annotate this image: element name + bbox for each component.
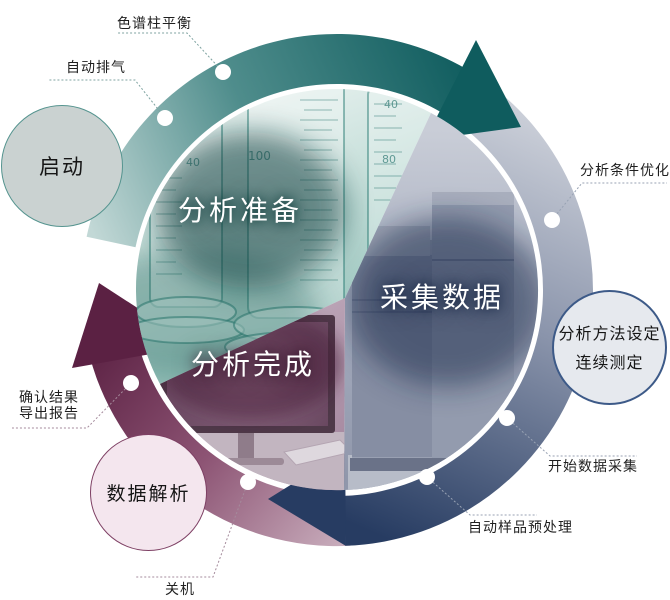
dot-auto-sample-pretreatment	[419, 469, 435, 485]
completion-photo-slice	[160, 298, 345, 491]
satellite-method-circle: 分析方法设定 连续测定	[552, 290, 667, 405]
cylinder-scale-mark: 80	[382, 153, 396, 166]
preparation-arc-arrow	[86, 33, 521, 248]
leader-lines	[12, 32, 667, 578]
step-label-auto-degas: 自动排气	[66, 60, 126, 76]
dot-column-equilibration	[215, 64, 231, 80]
satellite-method-line2: 连续测定	[575, 352, 644, 372]
leader-start-acquisition	[506, 417, 637, 457]
step-label-condition-optimization: 分析条件优化	[580, 163, 670, 179]
segment-label-acquisition: 采集数据	[379, 281, 504, 314]
leader-confirm-results	[12, 382, 132, 429]
segment-label-preparation: 分析准备	[177, 194, 302, 227]
leader-column-equilibration	[117, 32, 224, 73]
step-label-shutdown: 关机	[165, 582, 195, 598]
step-label-start-acquisition: 开始数据采集	[548, 459, 638, 475]
leader-auto-sample-pretreatment	[426, 476, 537, 516]
satellite-start-label: 启动	[39, 155, 85, 179]
leader-auto-degas	[48, 79, 166, 119]
satellite-start-circle: 启动	[1, 105, 123, 227]
step-label-confirm-results: 确认结果 导出报告	[14, 390, 84, 422]
step-label-column-equilibration: 色谱柱平衡	[117, 16, 192, 32]
step-marker-dots	[123, 64, 560, 490]
satellite-data-analysis-circle: 数据解析	[90, 434, 207, 551]
confirm-results-line2: 导出报告	[19, 406, 79, 422]
dot-condition-optimization	[544, 212, 560, 228]
dot-auto-degas	[157, 110, 173, 126]
leader-condition-optimization	[551, 182, 667, 221]
confirm-results-line1: 确认结果	[19, 390, 79, 406]
segment-label-completion: 分析完成	[190, 348, 315, 381]
dot-confirm-results	[123, 375, 139, 391]
teal-arrowhead	[425, 40, 521, 140]
cylinder-scale-mark: 40	[384, 98, 398, 111]
leader-shutdown	[135, 481, 249, 578]
satellite-method-line1: 分析方法设定	[558, 323, 661, 343]
satellite-data-analysis-label: 数据解析	[106, 483, 191, 505]
dot-shutdown	[240, 474, 256, 490]
dot-start-acquisition	[499, 410, 515, 426]
step-label-auto-sample-pretreatment: 自动样品预处理	[468, 520, 573, 536]
